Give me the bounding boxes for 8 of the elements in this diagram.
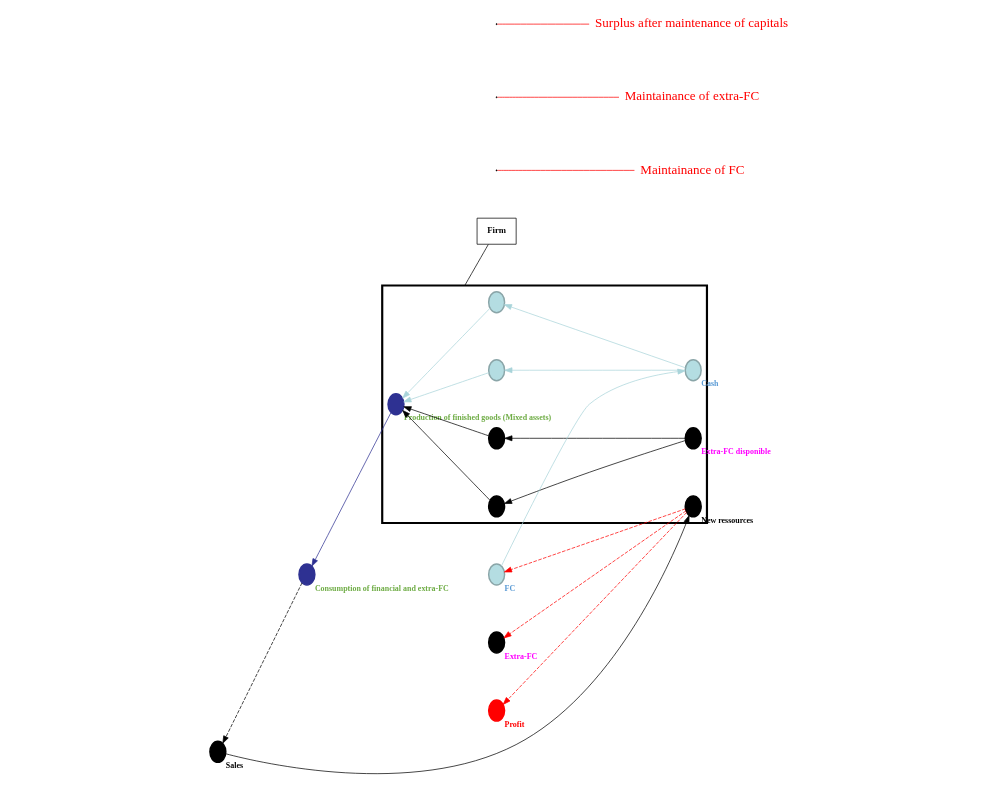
node-text: Maintainance of FC	[640, 161, 745, 177]
node-text: Maintainance of extra-FC	[624, 88, 760, 104]
node-label: Consumption of financial and extra-FC	[314, 583, 449, 593]
node-label: Profit	[504, 719, 525, 729]
node-label: FC	[504, 583, 516, 593]
node-label: Extra-FC	[504, 651, 538, 661]
node-label: Sales	[225, 760, 244, 770]
node-text: Surplus after maintenance of capitals	[595, 15, 789, 31]
